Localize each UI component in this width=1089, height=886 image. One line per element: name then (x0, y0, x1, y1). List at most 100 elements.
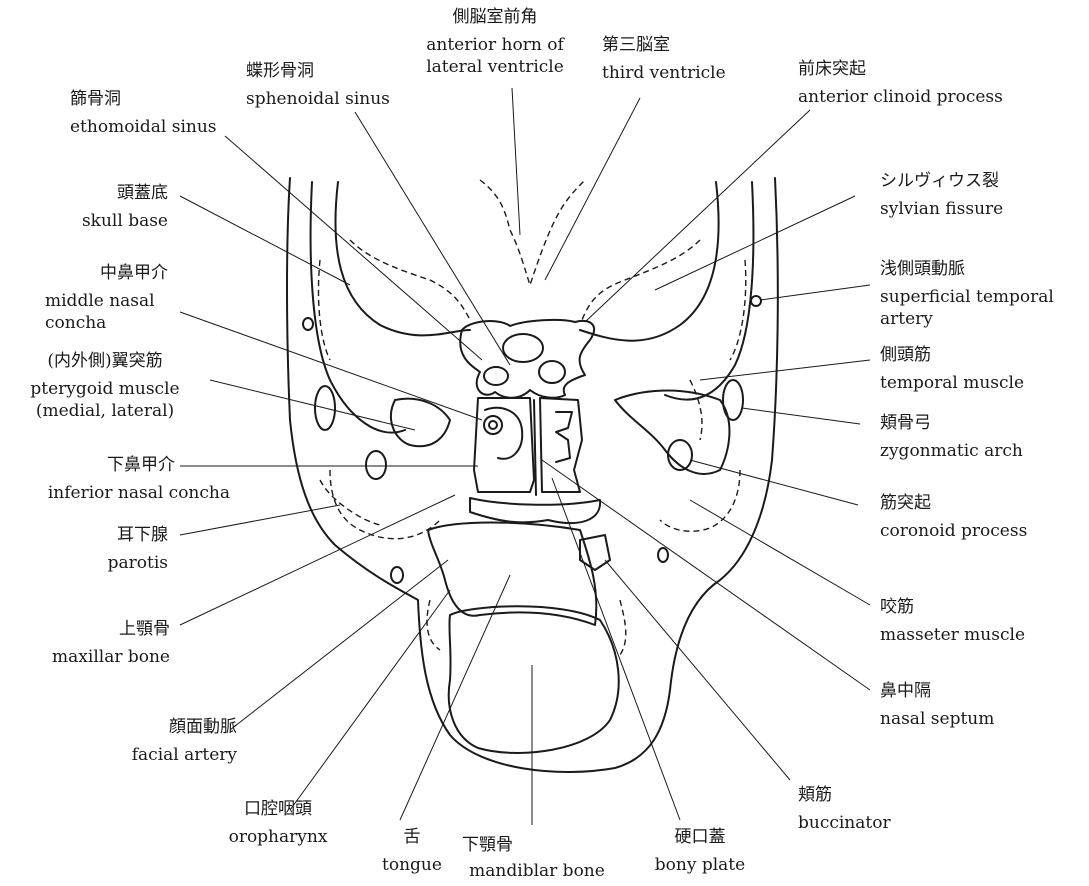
leader-sylvian (655, 196, 855, 290)
dashed-oral-left (427, 600, 440, 650)
label-sphenoidal-sinus: 蝶形骨洞 sphenoidal sinus (246, 60, 390, 110)
leader-zygomatic (742, 408, 860, 424)
vessel-right-lower (658, 548, 668, 562)
middle-concha-ring (484, 416, 502, 434)
leader-buccinator (605, 560, 790, 780)
label-third-ventricle: 第三脳室 third ventricle (602, 34, 726, 84)
oral-outline (428, 523, 596, 626)
leader-sphenoidal-sinus (355, 112, 510, 365)
vessel-left (303, 318, 313, 330)
label-anterior-clinoid-en: anterior clinoid process (798, 86, 1003, 108)
label-coronoid-process-en: coronoid process (880, 520, 1027, 542)
label-middle-nasal-concha-en2: concha (30, 312, 168, 334)
label-ethmoidal-sinus-en: ethomoidal sinus (70, 116, 217, 138)
label-inferior-nasal-concha-ja: 下鼻甲介 (10, 454, 230, 476)
label-bony-plate-ja: 硬口蓋 (635, 826, 765, 848)
label-pterygoid-muscle-ja: (内外側)翼突筋 (0, 350, 210, 372)
label-facial-artery-ja: 顔面動脈 (100, 716, 237, 738)
label-sphenoidal-sinus-en: sphenoidal sinus (246, 88, 390, 110)
leader-masseter (690, 500, 870, 605)
label-sylvian-fissure-en: sylvian fissure (880, 198, 1003, 220)
label-buccinator-en: buccinator (798, 812, 891, 834)
label-oropharynx: 口腔咽頭 oropharynx (218, 798, 338, 848)
label-buccinator-ja: 頬筋 (798, 784, 891, 806)
label-masseter-en: masseter muscle (880, 624, 1025, 646)
label-facial-artery: 顔面動脈 facial artery (100, 716, 237, 766)
label-inferior-nasal-concha-en: inferior nasal concha (10, 482, 230, 504)
skull-inner-left (311, 182, 405, 433)
leader-anterior-horn (512, 88, 520, 235)
label-skull-base-en: skull base (40, 210, 168, 232)
label-anterior-horn-en1: anterior horn of (400, 34, 590, 56)
label-oropharynx-ja: 口腔咽頭 (218, 798, 338, 820)
sinus-small (484, 367, 508, 385)
label-anterior-horn-ja: 側脳室前角 (400, 6, 590, 28)
dashed-oral-right (620, 600, 626, 655)
label-sylvian-fissure-ja: シルヴィウス裂 (880, 170, 1003, 192)
label-sylvian-fissure: シルヴィウス裂 sylvian fissure (880, 170, 1003, 220)
label-superficial-temporal-ja: 浅側頭動脈 (880, 258, 1054, 280)
leader-third-ventricle (545, 98, 640, 280)
superficial-temporal-artery-vessel (751, 296, 761, 306)
label-third-ventricle-ja: 第三脳室 (602, 34, 726, 56)
nasal-cavity-outline (474, 398, 534, 492)
leader-nasal-septum (542, 460, 870, 690)
label-oropharynx-en: oropharynx (218, 826, 338, 848)
label-mandible-en: mandiblar bone (462, 860, 612, 882)
label-coronoid-process: 筋突起 coronoid process (880, 492, 1027, 542)
leader-skull-base (180, 196, 350, 285)
skull-base-left (335, 182, 470, 335)
label-coronoid-process-ja: 筋突起 (880, 492, 1027, 514)
leader-maxillar (180, 495, 455, 625)
sphenoidal-sinus-oval (503, 334, 543, 362)
leader-ethmoidal-sinus (225, 136, 482, 360)
label-anterior-clinoid-ja: 前床突起 (798, 58, 1003, 80)
label-superficial-temporal-en1: superficial temporal (880, 286, 1054, 308)
label-masseter: 咬筋 masseter muscle (880, 596, 1025, 646)
temporal-muscle-outline (615, 391, 729, 474)
label-parotis: 耳下腺 parotis (60, 524, 168, 574)
label-anterior-horn: 側脳室前角 anterior horn of lateral ventricle (400, 6, 590, 78)
label-pterygoid-muscle-en2: (medial, lateral) (0, 400, 210, 422)
leader-coronoid (690, 460, 858, 505)
leader-pterygoid (210, 380, 415, 430)
label-nasal-septum: 鼻中隔 nasal septum (880, 680, 994, 730)
label-middle-nasal-concha-ja: 中鼻甲介 (30, 262, 168, 284)
coronoid-left (366, 451, 386, 479)
sinus-right-small (539, 361, 565, 383)
label-temporal-muscle-en: temporal muscle (880, 372, 1024, 394)
label-zygomatic-arch-ja: 頬骨弓 (880, 412, 1023, 434)
label-maxillar-bone-en: maxillar bone (20, 646, 170, 668)
label-tongue-en: tongue (372, 854, 452, 876)
hard-palate (470, 498, 600, 523)
label-superficial-temporal-en2: artery (880, 308, 1054, 330)
label-parotis-ja: 耳下腺 (60, 524, 168, 546)
label-superficial-temporal: 浅側頭動脈 superficial temporal artery (880, 258, 1054, 330)
label-pterygoid-muscle-en1: pterygoid muscle (0, 378, 210, 400)
mandible-contour (449, 606, 619, 753)
label-tongue: 舌 tongue (372, 826, 452, 876)
label-parotis-en: parotis (60, 552, 168, 574)
middle-concha-core (489, 421, 497, 429)
label-masseter-ja: 咬筋 (880, 596, 1025, 618)
leader-temporal-muscle (700, 360, 870, 380)
dashed-parotis (320, 480, 380, 525)
label-facial-artery-en: facial artery (100, 744, 237, 766)
label-tongue-ja: 舌 (372, 826, 452, 848)
label-maxillar-bone-ja: 上顎骨 (20, 618, 170, 640)
label-ethmoidal-sinus: 篩骨洞 ethomoidal sinus (70, 88, 217, 138)
dashed-left-upper (350, 240, 470, 320)
label-pterygoid-muscle: (内外側)翼突筋 pterygoid muscle (medial, later… (0, 350, 210, 422)
label-maxillar-bone: 上顎骨 maxillar bone (20, 618, 170, 668)
label-mandible-ja: 下顎骨 (462, 834, 612, 856)
label-middle-nasal-concha-en1: middle nasal (30, 290, 168, 312)
label-nasal-septum-en: nasal septum (880, 708, 994, 730)
leader-oropharynx (290, 590, 450, 810)
label-sphenoidal-sinus-ja: 蝶形骨洞 (246, 60, 390, 82)
label-zygomatic-arch-en: zygonmatic arch (880, 440, 1023, 462)
skull-inner-right (665, 182, 753, 400)
zygomatic-arch-right (723, 380, 743, 420)
label-temporal-muscle-ja: 側頭筋 (880, 344, 1024, 366)
dashed-temporal-right (690, 380, 702, 440)
label-mandible: 下顎骨 mandiblar bone (462, 834, 612, 882)
